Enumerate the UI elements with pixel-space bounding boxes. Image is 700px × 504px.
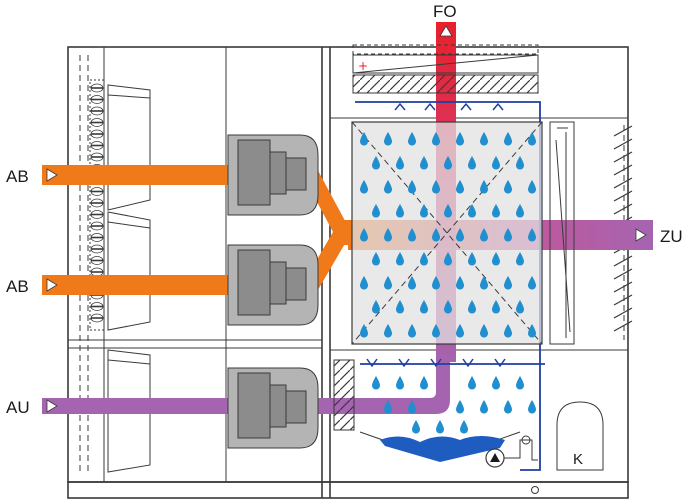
fans bbox=[227, 134, 319, 449]
water-drop bbox=[504, 400, 512, 414]
grille-slat bbox=[613, 268, 633, 280]
grille-slat bbox=[613, 164, 633, 176]
spray-nozzle bbox=[394, 102, 406, 111]
grille-slat bbox=[613, 190, 633, 202]
fan-exhaust-top bbox=[227, 134, 319, 216]
tank-label: K bbox=[573, 451, 583, 468]
droplet-eliminator bbox=[549, 121, 575, 345]
grille-slat bbox=[613, 320, 633, 332]
grille-slat bbox=[613, 294, 633, 306]
grille-slat bbox=[613, 307, 633, 319]
pump-icon bbox=[485, 448, 505, 468]
water-drop bbox=[460, 420, 468, 434]
triangle-right-icon bbox=[46, 399, 58, 413]
label-exhaust-top: AB bbox=[6, 167, 29, 186]
label-exhaust-out: FO bbox=[433, 2, 457, 21]
grille-slat bbox=[613, 281, 633, 293]
grille-slat bbox=[613, 138, 633, 150]
spray-nozzle bbox=[366, 358, 378, 368]
water-drop bbox=[456, 400, 464, 414]
water-drop bbox=[436, 420, 444, 434]
grille-slat bbox=[613, 203, 633, 215]
spray-nozzle bbox=[398, 358, 410, 368]
water-drop bbox=[420, 376, 428, 390]
spray-nozzle bbox=[492, 102, 504, 111]
humidifier-section bbox=[333, 102, 545, 468]
triangle-up-icon bbox=[439, 25, 453, 37]
water-drop bbox=[372, 376, 380, 390]
flow-labels: AB AB AU ZU FO bbox=[6, 2, 683, 417]
plus-icon: + bbox=[358, 59, 368, 73]
label-exhaust-bottom: AB bbox=[6, 277, 29, 296]
fan-outdoor bbox=[227, 367, 319, 449]
spray-nozzle bbox=[460, 102, 472, 111]
fan-exhaust-bottom bbox=[227, 244, 319, 326]
water-drop bbox=[412, 420, 420, 434]
water-drop bbox=[492, 376, 500, 390]
triangle-right-icon bbox=[46, 278, 58, 292]
grille-slat bbox=[613, 151, 633, 163]
spray-nozzle bbox=[494, 358, 506, 368]
spray-nozzle bbox=[430, 358, 442, 368]
grille-slat bbox=[613, 255, 633, 267]
tank: K bbox=[556, 401, 604, 471]
heat-exchanger bbox=[351, 121, 543, 345]
water-basin bbox=[380, 436, 505, 462]
water-drop bbox=[468, 376, 476, 390]
label-outdoor: AU bbox=[6, 398, 30, 417]
label-supply: ZU bbox=[660, 227, 683, 246]
spray-nozzle bbox=[424, 102, 436, 111]
triangle-right-icon bbox=[46, 168, 58, 182]
triangle-right-icon bbox=[635, 228, 647, 242]
water-drop bbox=[480, 400, 488, 414]
water-drop bbox=[516, 376, 524, 390]
water-drop bbox=[396, 376, 404, 390]
grille-slat bbox=[613, 125, 633, 137]
grille-slat bbox=[613, 177, 633, 189]
water-drop bbox=[528, 400, 536, 414]
spray-nozzle bbox=[462, 358, 474, 368]
